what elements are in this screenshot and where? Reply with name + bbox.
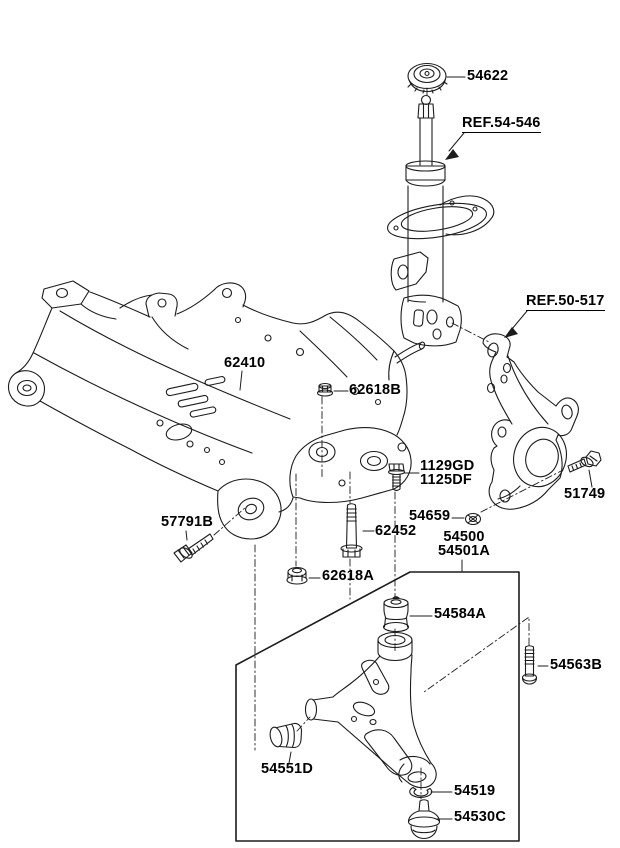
bolt-1129GD-drawing [387,463,406,492]
strut-cap-drawing [407,62,448,94]
part-label-62410: 62410 [224,355,266,371]
part-label-54530C: 54530C [454,809,506,825]
bushing-54551D-drawing [269,722,303,749]
bolt-62452-drawing [340,503,363,558]
ref-link-54-546[interactable]: REF.54-546 [462,115,541,133]
ref-link-50-517[interactable]: REF.50-517 [526,293,605,311]
nut-62618B-drawing [316,382,334,397]
part-label-51749: 51749 [564,486,606,502]
ref-50-517-text[interactable]: REF.50-517 [526,293,605,311]
ref-54-546-arrow [445,149,459,160]
part-label-62618B: 62618B [349,382,401,398]
part-label-62618A: 62618A [322,568,374,584]
part-label-62452: 62452 [375,523,417,539]
nut-62618A-drawing [286,566,308,585]
part-label-54659: 54659 [409,508,451,524]
lower-arm-group-box [235,571,520,842]
bolt-54563B-drawing [521,645,538,685]
bolt-51749-drawing [567,450,602,473]
strut-drawing [387,94,495,347]
bolt-57791B-drawing [173,533,214,563]
balljoint-54530C-drawing [407,799,441,840]
ref-54-546-text[interactable]: REF.54-546 [462,115,541,133]
nut-54659-drawing [464,512,482,526]
part-label-54501A: 54501A [438,542,490,559]
leader-lines [185,76,593,820]
part-label-54622: 54622 [467,68,509,84]
ref-50-517-arrow [504,327,518,338]
lower-arm-drawing [304,631,437,789]
part-label-57791B: 57791B [161,514,213,530]
part-label-54551D: 54551D [261,761,313,777]
part-label-54563B: 54563B [550,657,602,673]
part-label-1129GD-1125DF: 1129GD 1125DF [420,458,475,488]
part-label-54500-54501A: 54500 54501A [434,529,494,559]
part-label-1125DF: 1125DF [420,471,472,488]
knuckle-drawing [482,333,579,510]
crossmember-drawing [7,280,426,540]
part-label-54584A: 54584A [434,606,486,622]
part-label-54519: 54519 [454,783,496,799]
part-label-1129GD: 1129GD [420,458,475,474]
part-label-54500: 54500 [443,529,485,545]
bushing-54584A-drawing [382,596,410,633]
centerlines [213,87,564,800]
